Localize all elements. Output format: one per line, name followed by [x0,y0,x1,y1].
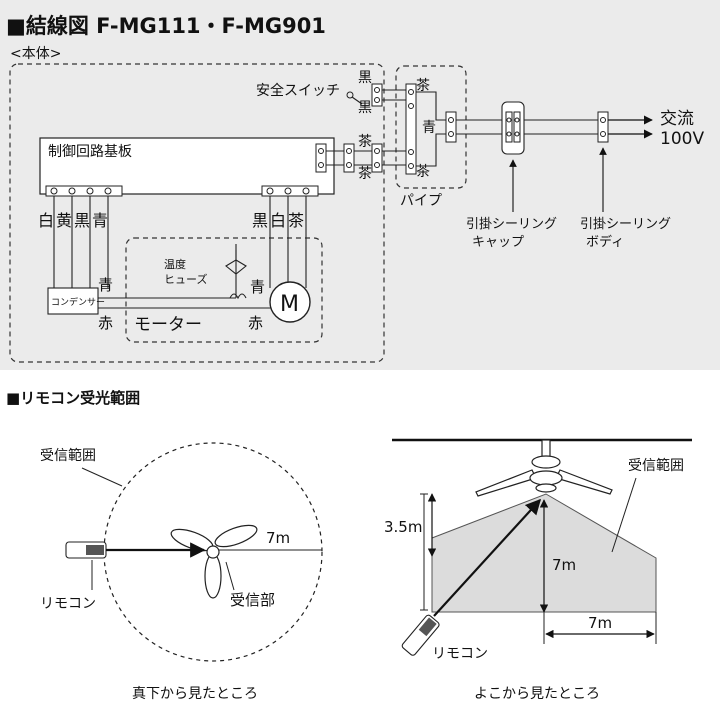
condenser-wires [53,196,109,288]
label-black-left: 黒 [74,211,90,230]
motor-symbol [269,281,311,323]
pipe-dashed-frame [395,65,467,189]
body-label-1: 引掛シーリング [580,217,671,232]
receiver-label: 受信部 [230,591,275,609]
receive-range-label-right: 受信範囲 [628,457,684,474]
cap-label-2: キャップ [472,235,524,250]
caption-side: よこから見たところ [474,686,600,702]
board-terminals-left [45,185,123,197]
label-blue-pipe: 青 [422,120,436,136]
remote-side-icon [401,614,440,656]
body-label-2: ボディ [586,234,624,250]
remote-below-icon [65,541,107,559]
motor-symbol-label: M [280,292,299,317]
fuse-label-1: 温度 [164,257,186,271]
condenser [47,287,99,315]
radius-label-below: 7m [266,529,290,547]
remote-beam-side [433,498,542,617]
vertical-7m-label: 7m [552,556,576,574]
fuse-coil [229,293,247,300]
remote-label-side: リモコン [432,646,488,662]
receive-range-circle [103,442,323,662]
switch-lever [351,96,363,105]
body-label: <本体> [10,46,61,62]
switch-terminals [315,83,457,175]
label-black-switch-bottom: 黒 [358,100,372,116]
label-yellow: 黄 [56,211,72,230]
height-label: 3.5m [384,518,422,536]
ac-label-1: 交流 [660,109,694,129]
board-terminals-right [261,185,319,197]
receive-range-leader-right [611,477,637,553]
label-blue-left: 青 [92,211,108,230]
ceiling-body-terminals [597,111,609,143]
motor-wires [98,196,307,309]
ceiling-cap-terminals [505,111,521,143]
fan-below-icon [170,524,258,599]
label-brown-switch-top: 茶 [358,134,372,150]
label-blue-condenser: 青 [98,276,113,294]
label-black-right: 黒 [252,211,268,230]
switch-wiring [326,89,502,167]
label-white-right: 白 [270,211,286,230]
ac-label-2: 100V [660,129,704,149]
label-white-left: 白 [38,211,54,230]
safety-switch-label: 安全スイッチ [256,82,340,99]
remote-label-below: リモコン [40,596,96,612]
pipe-label: パイプ [400,193,442,209]
fan-side-icon [475,439,613,497]
label-red-condenser: 赤 [98,314,113,332]
label-brown-pipe-top: 茶 [416,78,430,94]
receive-range-leader-left [81,467,123,487]
wiring-heading: ■結線図 F-MG111・F-MG901 [6,14,326,38]
range-heading: ■リモコン受光範囲 [6,389,140,407]
label-black-switch-top: 黒 [358,70,372,86]
thermal-fuse-symbol [225,250,247,275]
cap-label-1: 引掛シーリング [466,217,557,232]
motor-dashed-frame [125,237,323,343]
caption-below: 真下から見たところ [132,686,258,702]
fuse-label-2: ヒューズ [164,272,207,286]
control-board [39,137,335,195]
ceiling-cap [501,101,525,155]
horizontal-7m-label: 7m [588,614,612,632]
label-red-motor: 赤 [248,314,263,332]
condenser-label: コンデンサー [51,296,105,308]
receiver-leader [225,561,235,591]
switch-contact [346,91,354,99]
receive-range-label-left: 受信範囲 [40,447,96,464]
label-brown-right: 茶 [288,211,304,230]
label-brown-pipe-bottom: 茶 [416,164,430,180]
label-brown-switch-bottom: 茶 [358,166,372,182]
control-board-label: 制御回路基板 [48,143,132,160]
motor-label: モーター [134,315,202,335]
label-blue-motor: 青 [250,278,265,296]
